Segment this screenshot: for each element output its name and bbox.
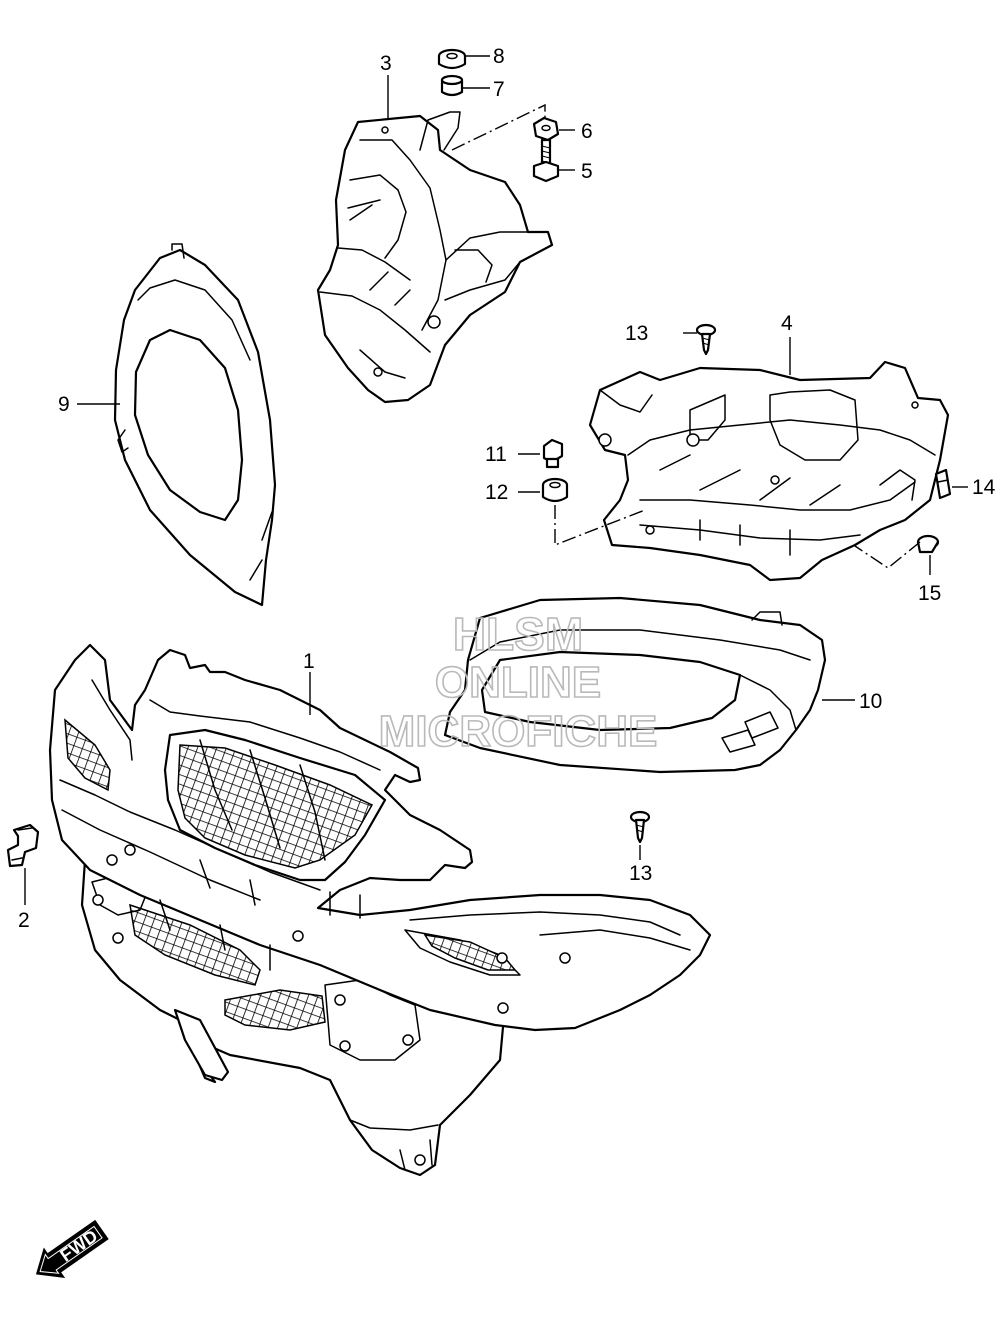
leader-lines: [24, 55, 968, 905]
fastener-5-bolt: [532, 138, 560, 183]
callout-10: 10: [859, 690, 882, 713]
callout-12: 12: [485, 481, 508, 504]
callout-3: 3: [380, 52, 392, 75]
fastener-13b-screw: [629, 810, 651, 844]
callout-8: 8: [493, 45, 505, 68]
watermark-line-2: ONLINE: [435, 658, 601, 707]
fastener-14-clip-nut: [934, 468, 952, 500]
fastener-6-nut: [532, 116, 560, 142]
part-10-right-bezel: [443, 596, 827, 774]
watermark: HLSM ONLINE MICROFICHE: [378, 607, 658, 757]
watermark-line-1: HLSM: [453, 608, 583, 660]
fastener-11-bolt: [542, 438, 564, 469]
part-9-left-bezel: [113, 243, 277, 607]
callout-4: 4: [781, 312, 793, 335]
fwd-direction-arrow: FWD: [35, 1219, 109, 1279]
callout-9: 9: [58, 393, 70, 416]
fastener-8-grommet: [437, 48, 467, 70]
callout-13-lower: 13: [629, 862, 652, 885]
callout-13-upper: 13: [625, 322, 648, 345]
callout-6: 6: [581, 120, 593, 143]
callout-15: 15: [918, 582, 941, 605]
part-2-emblem: [6, 823, 40, 868]
callout-2: 2: [18, 909, 30, 932]
part-1-front-cover: [48, 643, 712, 1177]
fastener-12-grommet: [541, 477, 569, 503]
fastener-15-rivet: [916, 534, 940, 554]
callout-7: 7: [493, 78, 505, 101]
callout-1: 1: [303, 650, 315, 673]
callout-numbers: 3 8 7 6 5 9 13 4 11 12 14 15 1 10 13 2: [18, 45, 996, 932]
part-4-lower-tray: [588, 360, 950, 582]
fastener-13a-screw: [695, 323, 717, 356]
callout-11: 11: [485, 443, 507, 466]
watermark-line-3: MICROFICHE: [379, 707, 658, 756]
callout-5: 5: [581, 160, 593, 183]
callout-14: 14: [972, 476, 996, 499]
fastener-7-collar: [440, 74, 464, 97]
part-3-upper-housing: [316, 111, 554, 404]
